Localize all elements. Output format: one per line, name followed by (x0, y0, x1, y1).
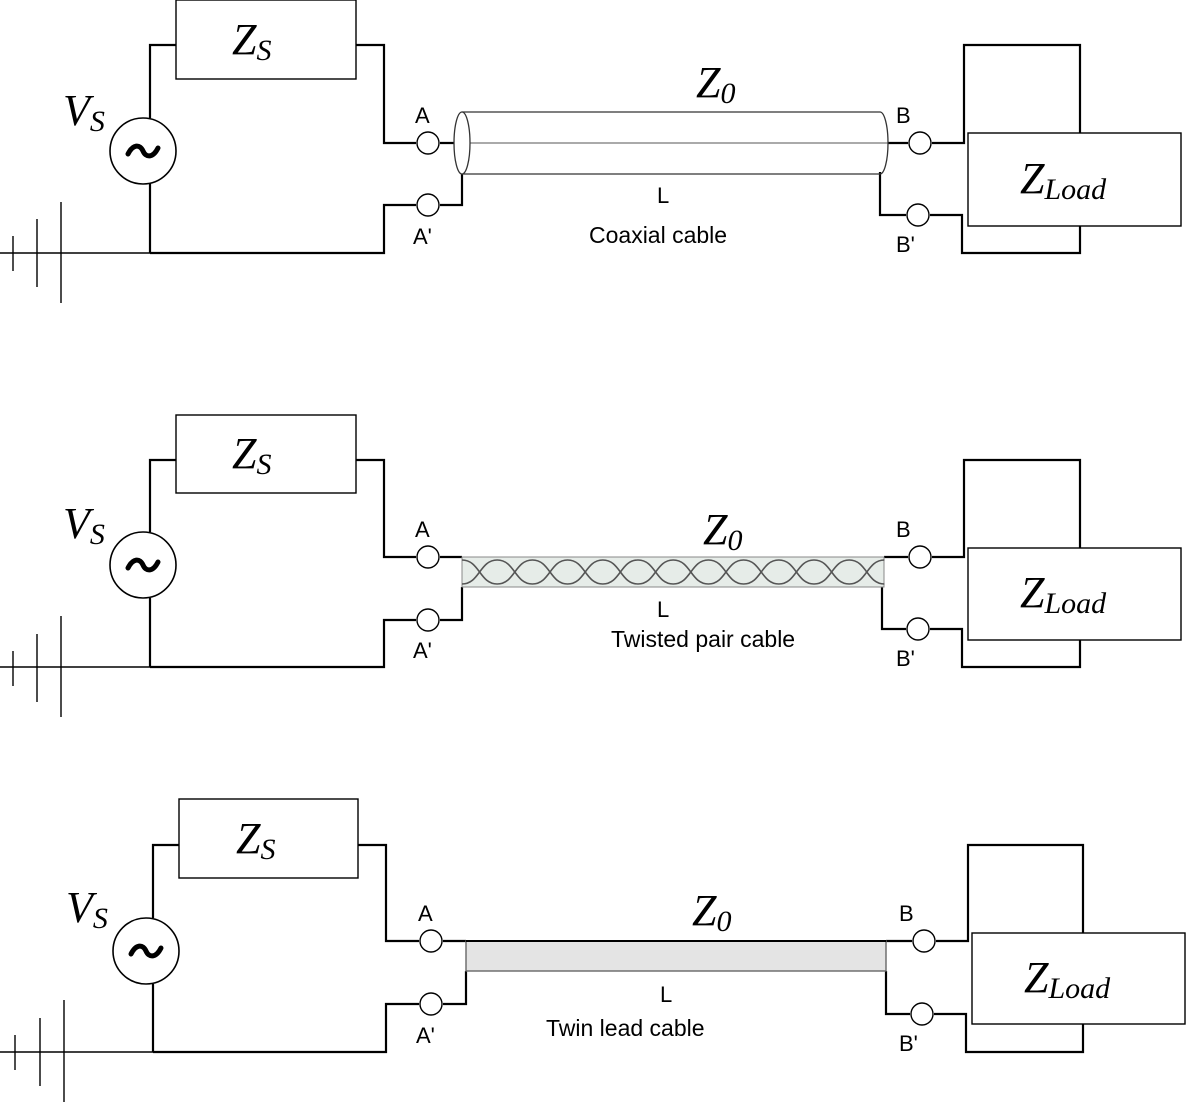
source-impedance-box (175, 0, 357, 80)
panel-twisted-pair: VS ZS A A' B B' Z0 L Twisted pair cable … (0, 414, 1182, 717)
length-label: L (657, 183, 669, 208)
terminal-b-prime (906, 203, 930, 227)
circuit-wires (151, 843, 1085, 1054)
line-impedance-label: Z0 (703, 505, 742, 557)
source-voltage-label: VS (63, 86, 105, 138)
twin-lead-cable (465, 940, 887, 972)
source-voltage-label: VS (63, 499, 105, 551)
terminal-b-prime (906, 617, 930, 641)
ground-symbol (0, 1000, 153, 1102)
circuit-wires (148, 43, 1082, 255)
coaxial-cable (453, 111, 889, 175)
terminal-a-prime-label: A' (413, 224, 432, 249)
line-impedance-label: Z0 (692, 886, 731, 938)
terminal-b-prime-label: B' (899, 1031, 918, 1056)
terminal-a-prime-label: A' (416, 1023, 435, 1048)
line-impedance-label: Z0 (696, 58, 735, 110)
terminal-b (908, 131, 932, 155)
terminal-b-prime-label: B' (896, 232, 915, 257)
panel-twin-lead: VS ZS A A' B B' Z0 L Twin lead cable ZLo… (0, 798, 1186, 1102)
terminal-a-prime-label: A' (413, 638, 432, 663)
voltage-source (112, 917, 180, 985)
source-impedance-box (175, 414, 357, 494)
length-label: L (657, 597, 669, 622)
terminal-b-label: B (896, 103, 911, 128)
load-impedance-label: ZLoad (1020, 154, 1107, 206)
terminal-b (908, 545, 932, 569)
terminal-b-prime-label: B' (896, 646, 915, 671)
load-impedance-label: ZLoad (1020, 568, 1107, 620)
terminal-a (419, 929, 443, 953)
ground-symbol (0, 202, 150, 303)
source-impedance-box (178, 798, 359, 879)
ac-tilde-icon (128, 943, 164, 959)
ac-tilde-icon (125, 143, 161, 159)
load-impedance-label: ZLoad (1024, 953, 1111, 1005)
terminal-b-prime (910, 1002, 934, 1026)
terminal-b-label: B (896, 517, 911, 542)
ground-symbol (0, 616, 150, 717)
source-impedance-label: ZS (232, 429, 271, 481)
terminal-a-label: A (418, 901, 433, 926)
terminal-a (416, 545, 440, 569)
length-label: L (660, 982, 672, 1007)
twisted-pair-cable (461, 556, 885, 588)
panel-coaxial: VS ZS A A' B B' Z0 L Coaxial cable ZLoad (0, 0, 1182, 303)
source-impedance-label: ZS (232, 15, 271, 67)
voltage-source (109, 531, 177, 599)
cable-caption: Twisted pair cable (611, 626, 795, 652)
terminal-a-prime (416, 193, 440, 217)
terminal-b-label: B (899, 901, 914, 926)
terminal-a-prime (419, 992, 443, 1016)
source-voltage-label: VS (66, 883, 108, 935)
cable-caption: Twin lead cable (546, 1015, 705, 1041)
load-impedance-box (967, 132, 1182, 227)
load-impedance-box (971, 932, 1186, 1025)
terminal-a-label: A (415, 517, 430, 542)
terminal-a-label: A (415, 103, 430, 128)
cable-caption: Coaxial cable (589, 222, 727, 248)
terminal-a-prime (416, 608, 440, 632)
terminal-b (912, 929, 936, 953)
voltage-source (109, 117, 177, 185)
terminal-a (416, 131, 440, 155)
source-impedance-label: ZS (236, 814, 275, 866)
load-impedance-box (967, 547, 1182, 641)
circuit-wires (148, 458, 1082, 669)
ac-tilde-icon (125, 557, 161, 573)
